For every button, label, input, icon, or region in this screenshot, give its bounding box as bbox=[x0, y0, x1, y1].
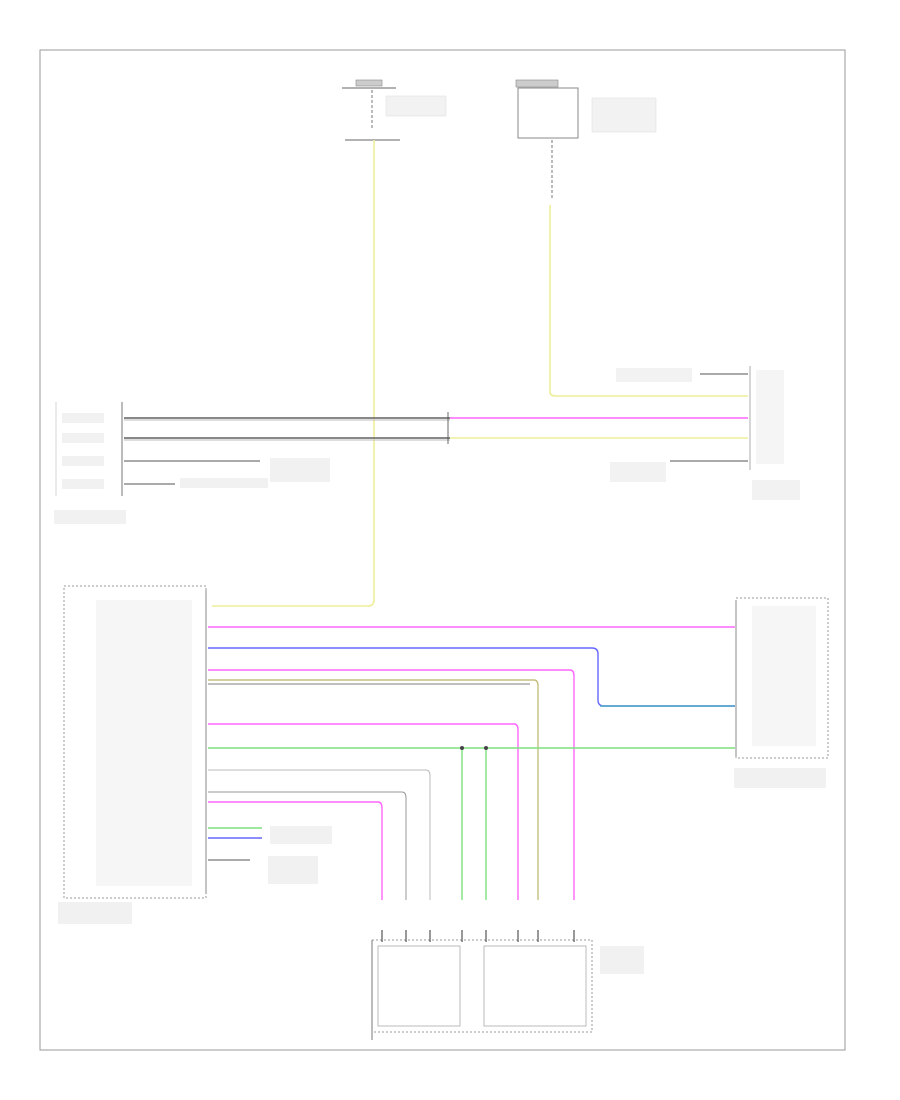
diagram-frame bbox=[39, 49, 846, 1051]
right-middle-module bbox=[734, 597, 829, 788]
wire-pink-3 bbox=[208, 723, 519, 900]
wire-pink-4 bbox=[208, 801, 383, 900]
wire-tan bbox=[208, 679, 539, 900]
wire-grey-1 bbox=[208, 769, 431, 900]
wire-pink-2 bbox=[208, 669, 575, 900]
fuse-source-right bbox=[515, 79, 657, 200]
fuse-source-left bbox=[342, 79, 447, 141]
wire-blue bbox=[208, 647, 735, 707]
bottom-connector bbox=[371, 939, 644, 1040]
wire-yellow-ignition bbox=[549, 205, 748, 397]
right-connector-upper bbox=[610, 366, 800, 500]
wire-yellow-feed bbox=[212, 140, 375, 607]
central-module bbox=[58, 585, 332, 924]
wire-grey-2 bbox=[208, 791, 407, 900]
bottom-terminals bbox=[381, 930, 575, 942]
left-upper-module bbox=[54, 402, 330, 524]
